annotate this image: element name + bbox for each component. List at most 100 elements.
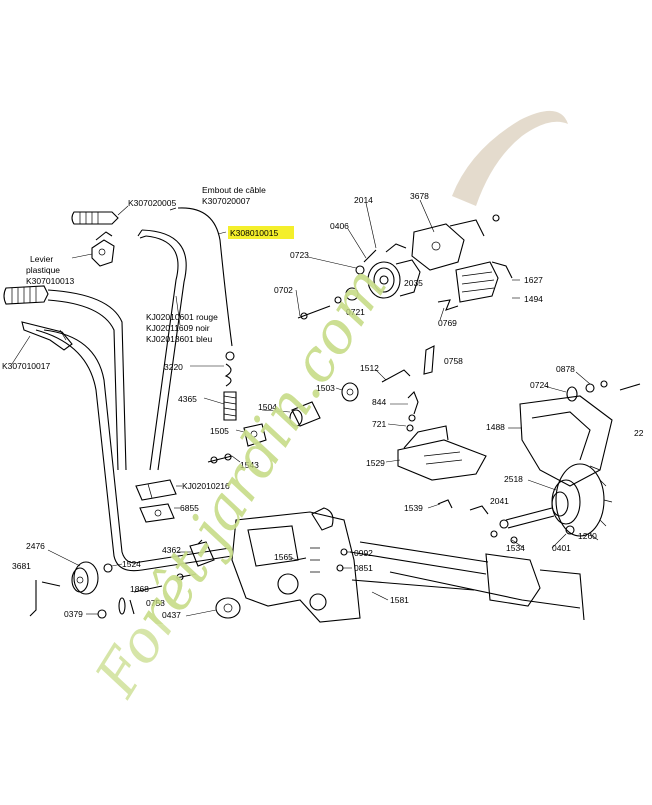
label-0851: 0851 bbox=[354, 563, 373, 573]
lower-blank-area bbox=[0, 624, 652, 800]
bearing-1260 bbox=[565, 525, 575, 535]
watermark-leaf-shape bbox=[452, 110, 568, 206]
label-2014: 2014 bbox=[354, 195, 373, 205]
label-kj02010216: KJ02010216 bbox=[182, 481, 230, 491]
washer-1503 bbox=[341, 382, 359, 402]
leader-lines bbox=[86, 199, 591, 617]
label-cable-3: KJ02013601 bleu bbox=[146, 334, 212, 344]
pin-0406 bbox=[363, 249, 377, 263]
control-lever bbox=[21, 321, 73, 351]
label-1868: 1868 bbox=[130, 584, 149, 594]
label-0992: 0992 bbox=[354, 548, 373, 558]
label-4365: 4365 bbox=[178, 394, 197, 404]
washer-0721 bbox=[334, 287, 359, 304]
label-844: 844 bbox=[372, 397, 386, 407]
label-1504: 1504 bbox=[258, 402, 277, 412]
plastic-lever bbox=[91, 231, 115, 267]
pin-0758 bbox=[423, 345, 435, 375]
label-1529: 1529 bbox=[366, 458, 385, 468]
label-levier-3: K307010013 bbox=[26, 276, 74, 286]
spring-pin-1512 bbox=[381, 369, 411, 383]
washer-721 bbox=[406, 424, 414, 432]
hand-grip-top bbox=[71, 211, 119, 225]
label-3681: 3681 bbox=[12, 561, 31, 571]
label-0769: 0769 bbox=[438, 318, 457, 328]
plate-1529 bbox=[397, 425, 487, 481]
label-0702: 0702 bbox=[274, 285, 293, 295]
label-1503: 1503 bbox=[316, 383, 335, 393]
label-1494: 1494 bbox=[524, 294, 543, 304]
label-1488: 1488 bbox=[486, 422, 505, 432]
highlight-box bbox=[228, 226, 294, 239]
spring-assembly bbox=[223, 351, 237, 421]
label-levier-2: plastique bbox=[26, 265, 60, 275]
label-0758-b: 0758 bbox=[444, 356, 463, 366]
label-4362: 4362 bbox=[162, 545, 181, 555]
label-embout-cable-1: Embout de câble bbox=[202, 185, 266, 195]
label-721: 721 bbox=[372, 419, 386, 429]
bracket-1505 bbox=[243, 423, 267, 447]
part-0437-block bbox=[215, 597, 241, 619]
label-k307010017: K307010017 bbox=[2, 361, 50, 371]
label-0401: 0401 bbox=[552, 543, 571, 553]
label-cable-1: KJ02010601 rouge bbox=[146, 312, 218, 322]
wheel-2476 bbox=[71, 561, 99, 595]
label-1543: 1543 bbox=[240, 460, 259, 470]
label-0724: 0724 bbox=[530, 380, 549, 390]
clip-1539 bbox=[437, 499, 489, 515]
pin-3681 bbox=[29, 580, 61, 617]
label-1534: 1534 bbox=[506, 543, 525, 553]
label-6855: 6855 bbox=[180, 503, 199, 513]
washer-0723 bbox=[355, 265, 365, 275]
label-0878: 0878 bbox=[556, 364, 575, 374]
bolt-0724 bbox=[566, 380, 641, 402]
label-levier-1: Levier bbox=[30, 254, 53, 264]
spring-0769 bbox=[437, 299, 459, 311]
label-1565: 1565 bbox=[274, 552, 293, 562]
label-k307020005: K307020005 bbox=[128, 198, 176, 208]
washer-1534 bbox=[490, 530, 518, 544]
washer-1524 bbox=[103, 563, 113, 573]
bolt-1543 bbox=[207, 453, 233, 464]
gear-2518 bbox=[551, 463, 613, 541]
washer-0758 bbox=[118, 597, 135, 615]
hand-grip-left bbox=[3, 285, 49, 305]
label-cable-2: KJ02011609 noir bbox=[146, 323, 210, 333]
label-22: 22 bbox=[634, 428, 644, 438]
highlighted-part-label: K308010015 bbox=[230, 228, 278, 238]
label-0406: 0406 bbox=[330, 221, 349, 231]
lower-frame-tube bbox=[35, 329, 233, 572]
bolt-0702 bbox=[297, 305, 331, 320]
handlebar-tube bbox=[47, 229, 187, 471]
fastener-4362 bbox=[175, 573, 197, 581]
callout-labels: Embout de câble K307020007 K307020005 Le… bbox=[2, 185, 644, 620]
label-0721: 0721 bbox=[346, 307, 365, 317]
label-1260: 1260 bbox=[578, 531, 597, 541]
label-0379: 0379 bbox=[64, 609, 83, 619]
label-0437: 0437 bbox=[162, 610, 181, 620]
plate-6855 bbox=[139, 503, 175, 523]
label-0723: 0723 bbox=[290, 250, 309, 260]
shaft-2041 bbox=[499, 507, 555, 529]
label-1512: 1512 bbox=[360, 363, 379, 373]
label-embout-cable-2: K307020007 bbox=[202, 196, 250, 206]
label-2041: 2041 bbox=[490, 496, 509, 506]
bracket-4362 bbox=[189, 539, 215, 567]
label-2518: 2518 bbox=[504, 474, 523, 484]
axle-tube bbox=[311, 507, 585, 621]
clamp-kj02010216 bbox=[135, 479, 177, 501]
label-1505: 1505 bbox=[210, 426, 229, 436]
clutch-pulley-1627 bbox=[455, 261, 513, 303]
label-1524: 1524 bbox=[122, 559, 141, 569]
throttle-cable bbox=[169, 207, 233, 347]
lever-844 bbox=[407, 391, 419, 422]
label-1539: 1539 bbox=[404, 503, 423, 513]
label-3220: 3220 bbox=[164, 362, 183, 372]
label-1627: 1627 bbox=[524, 275, 543, 285]
label-0758-a: 0758 bbox=[146, 598, 165, 608]
label-1581: 1581 bbox=[390, 595, 409, 605]
label-2476: 2476 bbox=[26, 541, 45, 551]
nut-0379 bbox=[97, 609, 107, 619]
